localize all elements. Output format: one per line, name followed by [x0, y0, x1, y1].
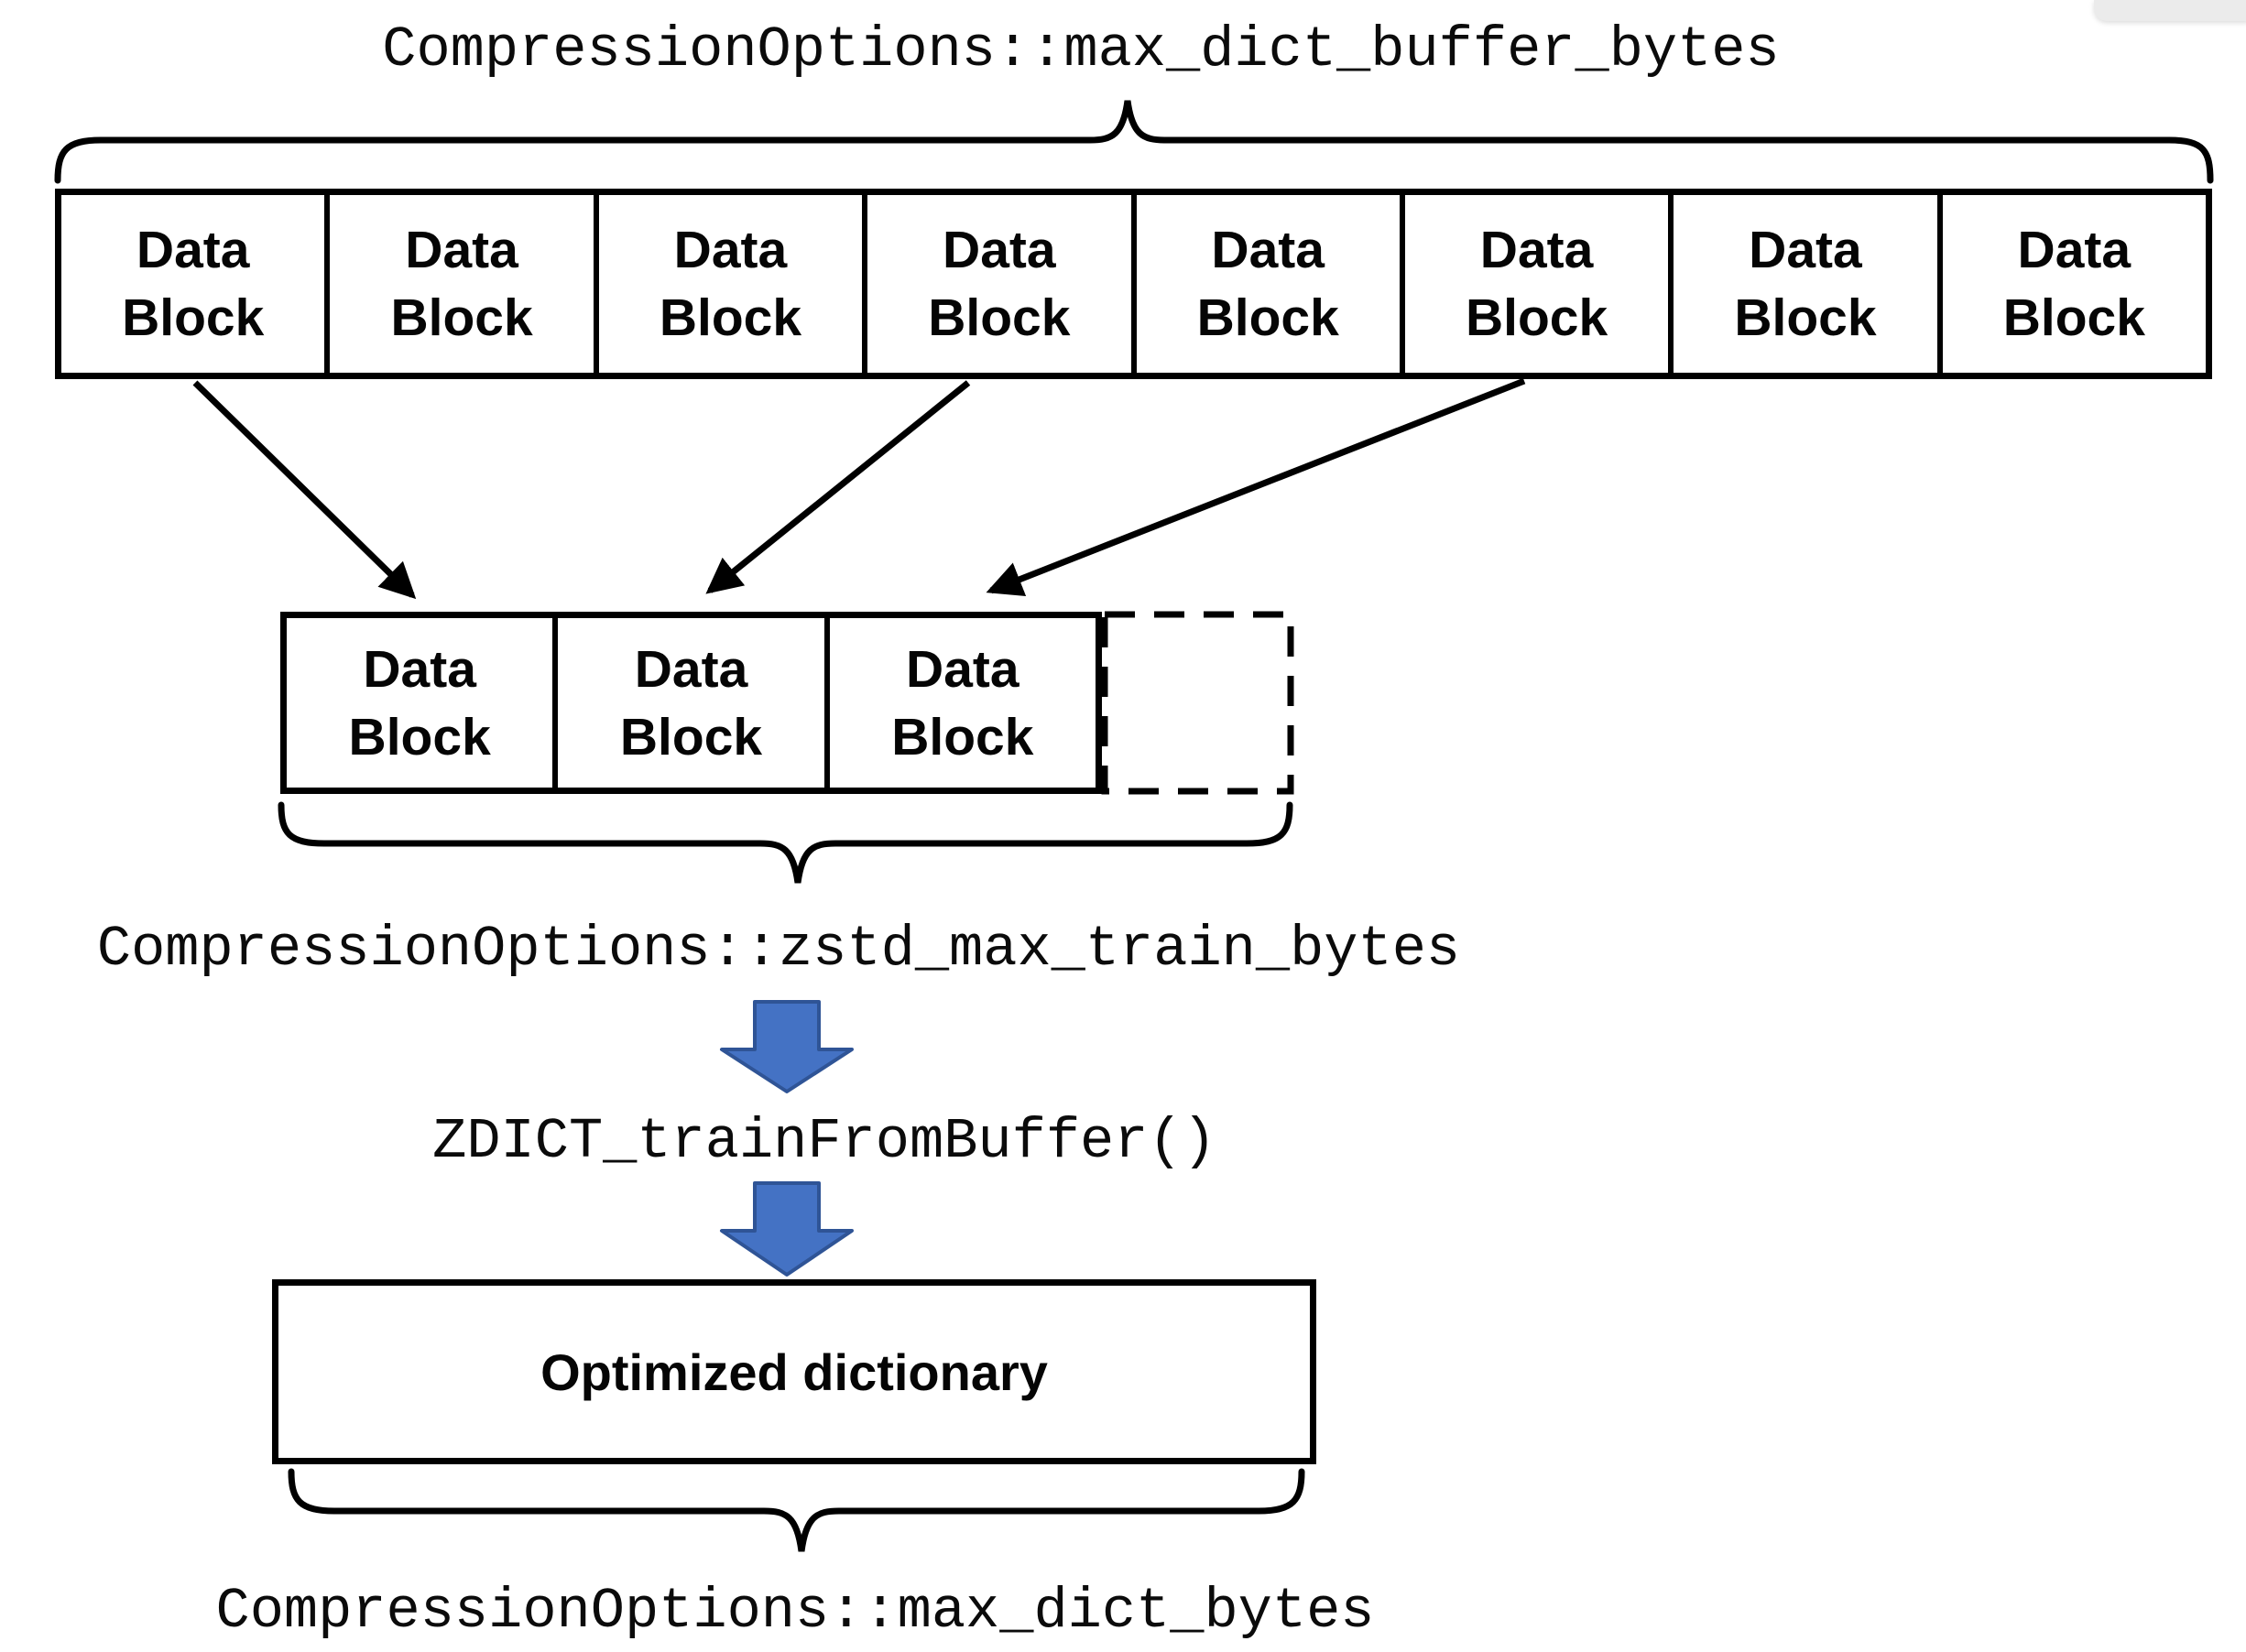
train-brace [278, 801, 1293, 884]
max-dict-bytes-label: CompressionOptions::max_dict_bytes [215, 1579, 1375, 1644]
max-dict-buffer-bytes-label: CompressionOptions::max_dict_buffer_byte… [382, 17, 1780, 82]
buffer-block-row: Data Block Data Block Data Block Data Bl… [55, 189, 2212, 379]
zstd-max-train-bytes-label: CompressionOptions::zstd_max_train_bytes [96, 917, 1461, 982]
data-block-cell: Data Block [823, 618, 1096, 788]
sample-arrow-1 [192, 380, 417, 600]
data-block-cell: Data Block [862, 195, 1130, 373]
data-block-cell: Data Block [348, 639, 491, 766]
data-block-cell: Data Block [1936, 195, 2206, 373]
dashed-placeholder-block [1101, 611, 1294, 795]
data-block-cell: Data Block [1130, 195, 1400, 373]
sample-arrow-3 [986, 377, 1526, 597]
data-block-cell: Data Block [1668, 195, 1936, 373]
optimized-dictionary-box: Optimized dictionary [272, 1279, 1316, 1464]
train-step-arrow [720, 1000, 854, 1093]
data-block-cell: Data Block [324, 195, 593, 373]
zdict-train-from-buffer-label: ZDICT_trainFromBuffer() [432, 1109, 1216, 1174]
data-block-cell: Data Block [122, 221, 265, 347]
data-block-cell: Data Block [1399, 195, 1668, 373]
train-block-row: Data Block Data Block Data Block [280, 612, 1102, 794]
output-step-arrow [720, 1181, 854, 1277]
data-block-cell: Data Block [552, 618, 823, 788]
dict-brace [288, 1468, 1305, 1552]
data-block-cell: Data Block [593, 195, 862, 373]
sample-arrow-2 [705, 380, 971, 594]
buffer-brace [54, 100, 2214, 184]
window-chrome-fragment [2094, 0, 2246, 21]
